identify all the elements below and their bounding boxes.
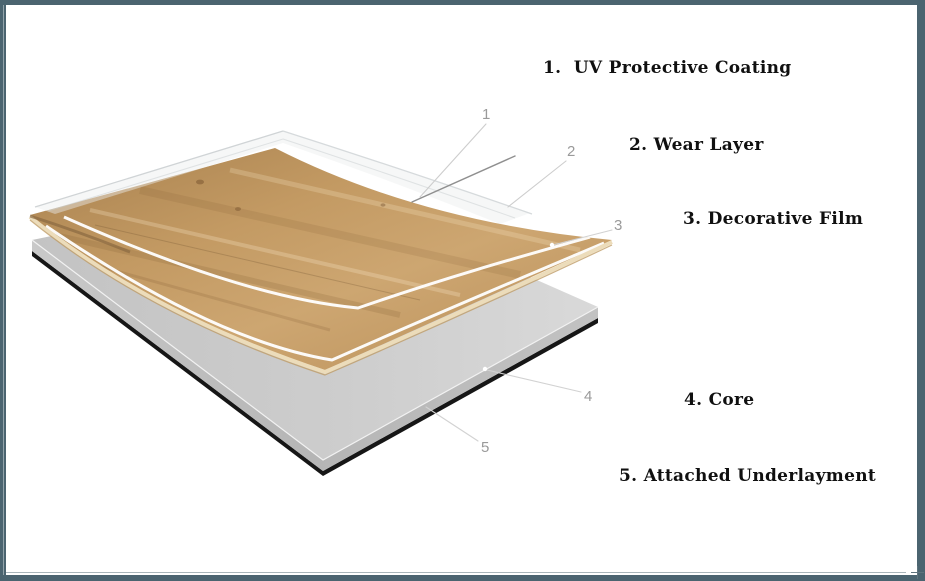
leader-line-4 (486, 369, 582, 393)
frame-border-bottom (0, 575, 925, 581)
leader-lines (411, 123, 613, 442)
frame-border-right (917, 0, 925, 581)
callout-number-2: 2 (567, 143, 576, 160)
leader-dot-3 (549, 242, 555, 248)
wood-plank (28, 148, 613, 376)
uv-coating-sheet (34, 130, 533, 224)
layer-label-attached-underlayment: 5. Attached Underlayment (619, 466, 877, 486)
wear-layer-separation-line (45, 224, 605, 362)
plank-edge (28, 215, 613, 375)
leader-line-3 (552, 229, 613, 246)
callout-number-1: 1 (482, 106, 491, 123)
wood-grain (39, 151, 612, 362)
leader-dot-4 (482, 366, 488, 372)
cross-mark-vertical (917, 566, 918, 579)
resize-cross-mark (911, 566, 924, 579)
leader-line-1-dark (411, 155, 516, 203)
callout-number-3: 3 (614, 217, 623, 234)
frame-border-top (0, 0, 925, 5)
frame-bottom-hairline (6, 572, 906, 573)
callout-number-5: 5 (481, 439, 490, 456)
callout-number-4: 4 (584, 388, 593, 405)
layer-label-decorative-film: 3. Decorative Film (683, 209, 864, 229)
layer-label-wear-layer: 2. Wear Layer (629, 135, 764, 155)
leader-line-1 (419, 123, 487, 198)
decorative-film-separation-line (63, 215, 591, 310)
leader-line-5 (425, 406, 479, 442)
layer-label-core: 4. Core (684, 390, 755, 410)
layer-label-uv-protective-coating: 1. UV Protective Coating (543, 58, 792, 78)
frame-left-inner-stripe (3, 5, 4, 575)
leader-line-2 (507, 160, 567, 208)
